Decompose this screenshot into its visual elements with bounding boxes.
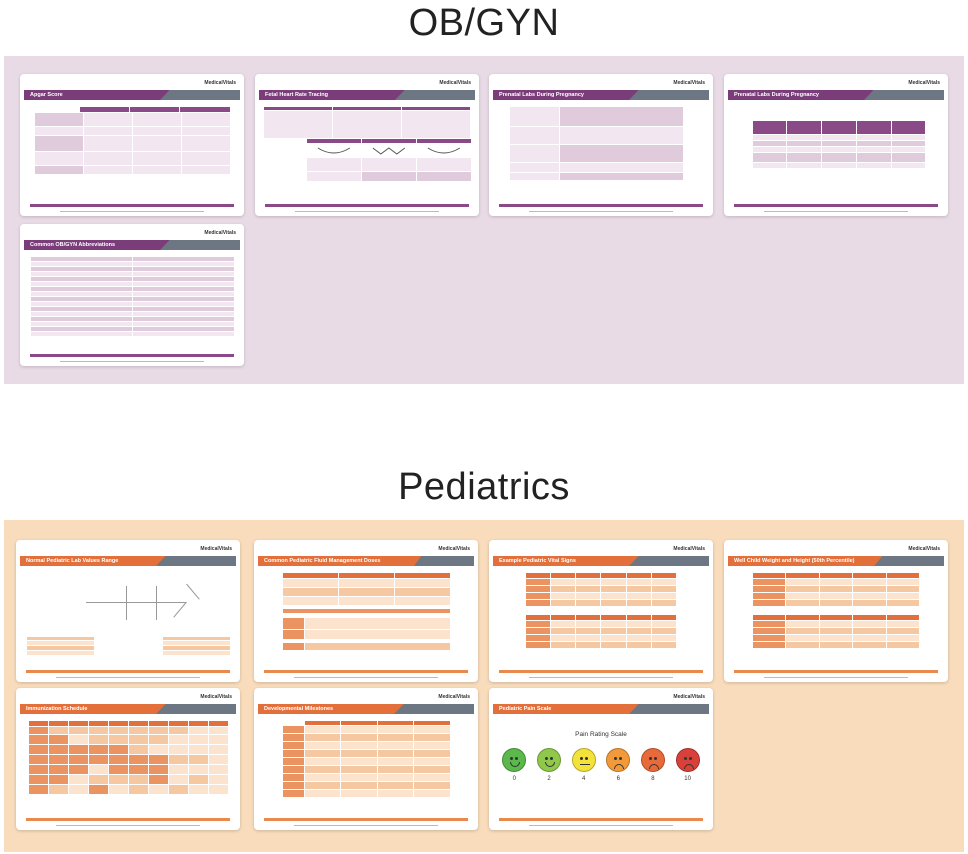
card-schedule-grid — [28, 720, 228, 810]
pain-face-icon — [640, 748, 665, 772]
brand-logo: MedicalVitals — [438, 546, 470, 552]
ob-gyn-card-group: MedicalVitals Apgar Score MedicalVitals … — [4, 56, 964, 384]
card-title: Apgar Score — [24, 90, 174, 100]
card-table — [752, 572, 920, 662]
brand-logo: MedicalVitals — [204, 80, 236, 86]
card-example-pediatric-vital-signs[interactable]: MedicalVitals Example Pediatric Vital Si… — [489, 540, 713, 682]
card-table — [525, 572, 677, 662]
card-title: Developmental Milestones — [258, 704, 408, 714]
card-normal-pediatric-lab-values-range[interactable]: MedicalVitals Normal Pediatric Lab Value… — [16, 540, 240, 682]
card-table — [282, 572, 450, 662]
card-table — [34, 106, 230, 196]
card-table — [752, 120, 926, 196]
pain-score-label: 6 — [616, 776, 620, 782]
brand-logo: MedicalVitals — [673, 546, 705, 552]
brand-logo: MedicalVitals — [673, 80, 705, 86]
pain-faces-row — [497, 748, 705, 772]
brand-logo: MedicalVitals — [439, 80, 471, 86]
section-title-pediatrics: Pediatrics — [398, 466, 570, 508]
card-title: Common Pediatric Fluid Management Doses — [258, 556, 428, 566]
pain-face-icon — [675, 748, 700, 772]
brand-logo: MedicalVitals — [200, 546, 232, 552]
card-pediatric-pain-scale[interactable]: MedicalVitals Pediatric Pain Scale Pain … — [489, 688, 713, 830]
pain-score-label: 2 — [547, 776, 551, 782]
pain-score-label: 4 — [581, 776, 586, 782]
card-title: Immunization Schedule — [20, 704, 170, 714]
card-prenatal-labs-during-pregnancy-2[interactable]: MedicalVitals Prenatal Labs During Pregn… — [724, 74, 948, 216]
pain-scale-title: Pain Rating Scale — [575, 731, 627, 738]
card-common-pediatric-fluid-management-doses[interactable]: MedicalVitals Common Pediatric Fluid Man… — [254, 540, 478, 682]
pain-face-icon — [571, 748, 596, 772]
pain-score-label: 0 — [512, 776, 516, 782]
card-prenatal-labs-during-pregnancy[interactable]: MedicalVitals Prenatal Labs During Pregn… — [489, 74, 713, 216]
card-title: Pediatric Pain Scale — [493, 704, 643, 714]
card-title: Normal Pediatric Lab Values Range — [20, 556, 170, 566]
brand-logo: MedicalVitals — [673, 694, 705, 700]
brand-logo: MedicalVitals — [908, 546, 940, 552]
card-title: Well Child Weight and Height (50th Perce… — [728, 556, 888, 566]
card-title: Prenatal Labs During Pregnancy — [493, 90, 643, 100]
pediatrics-card-group: MedicalVitals Normal Pediatric Lab Value… — [4, 520, 964, 852]
card-abbreviation-list — [30, 256, 234, 346]
card-table — [509, 106, 683, 196]
card-table — [282, 720, 450, 810]
brand-logo: MedicalVitals — [204, 230, 236, 236]
section-title-ob-gyn: OB/GYN — [408, 2, 560, 44]
card-well-child-weight-and-height[interactable]: MedicalVitals Well Child Weight and Heig… — [724, 540, 948, 682]
card-title: Fetal Heart Rate Tracing — [259, 90, 409, 100]
card-title: Example Pediatric Vital Signs — [493, 556, 643, 566]
brand-logo: MedicalVitals — [908, 80, 940, 86]
card-lab-diagram — [26, 572, 230, 662]
brand-logo: MedicalVitals — [438, 694, 470, 700]
brand-logo: MedicalVitals — [200, 694, 232, 700]
card-title: Prenatal Labs During Pregnancy — [728, 90, 878, 100]
pain-face-icon — [502, 748, 527, 772]
pain-score-labels: 0 2 4 6 8 10 — [497, 776, 705, 782]
card-developmental-milestones[interactable]: MedicalVitals Developmental Milestones — [254, 688, 478, 830]
card-fetal-heart-rate-tracing[interactable]: MedicalVitals Fetal Heart Rate Tracing — [255, 74, 479, 216]
card-table — [263, 106, 471, 196]
pain-score-label: 10 — [684, 776, 691, 782]
pain-face-icon — [606, 748, 631, 772]
card-common-ob-gyn-abbreviations[interactable]: MedicalVitals Common OB/GYN Abbreviation… — [20, 224, 244, 366]
card-title: Common OB/GYN Abbreviations — [24, 240, 174, 250]
card-apgar-score[interactable]: MedicalVitals Apgar Score — [20, 74, 244, 216]
card-immunization-schedule[interactable]: MedicalVitals Immunization Schedule — [16, 688, 240, 830]
pain-score-label: 8 — [651, 776, 655, 782]
pain-face-icon — [536, 748, 561, 772]
